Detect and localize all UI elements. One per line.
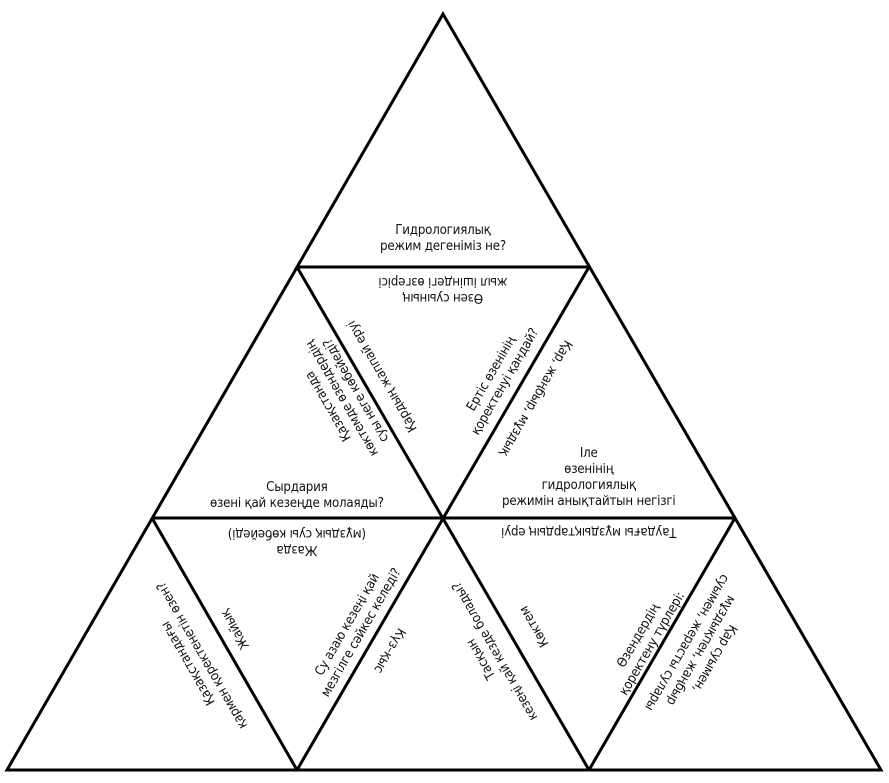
text-line: (мұздық суы көбейеді): [227, 526, 366, 541]
bottom-right-inverted-top-answer: Таудағы мұздықтардың еруі: [501, 523, 676, 539]
text-line: Сырдария: [266, 480, 328, 495]
text-line: Таудағы мұздықтардың еруі: [501, 524, 677, 539]
text-line: режим дегеніміз не?: [380, 239, 506, 254]
text-line: өзенінің: [564, 462, 614, 477]
text-line: режимін анықтайтын негізгі: [502, 494, 676, 509]
divider-inner-right-a: [295, 266, 591, 771]
outer-triangle: [4, 11, 884, 772]
text-line: гидрологиялық: [541, 478, 637, 493]
text-line: жыл ішіндегі өзгерісі: [378, 274, 508, 289]
divider-inner-right-b: [587, 517, 737, 771]
bottom-left-inverted-top-answer: Жазда(мұздық суы көбейеді): [228, 525, 366, 557]
text-line: Гидрологиялық: [395, 223, 491, 238]
text-line: өзені қай кезеңде молаяды?: [210, 496, 384, 511]
text-line: Жазда: [276, 542, 318, 557]
divider-inner-left-b: [150, 517, 299, 771]
text-line: Өзен суының: [402, 290, 484, 305]
text-line: Іле: [579, 446, 598, 461]
